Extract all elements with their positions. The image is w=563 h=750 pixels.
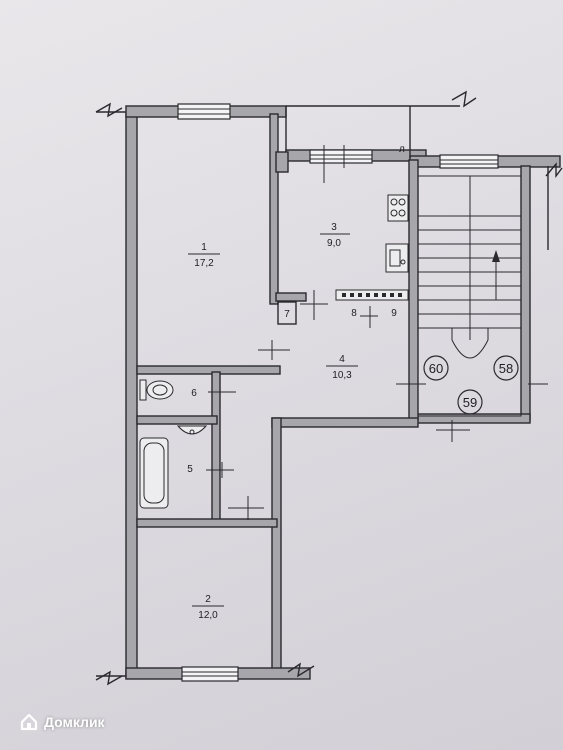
room-1-label: 1 17,2 [188,242,220,269]
window-stair [439,154,499,169]
window-kitchen [309,145,373,183]
room-3-label: 3 9,0 [320,222,350,249]
stair-label-59: 59 [457,389,483,415]
stair-label-58: 58 [493,355,519,381]
svg-text:12,0: 12,0 [198,610,218,621]
wall-wc-bottom [136,415,218,425]
domclick-watermark: Домклик [20,713,105,731]
domclick-logo-icon [20,713,38,731]
svg-text:3: 3 [331,222,337,233]
wall-left [125,113,138,679]
wall-apt-right [408,159,419,421]
room-9-label: 9 [391,308,397,319]
svg-text:1: 1 [201,242,207,253]
svg-text:60: 60 [429,361,443,376]
closet-7 [277,301,297,325]
svg-text:9,0: 9,0 [327,238,341,249]
wall-stair-bottom [411,413,531,424]
room-4-label: 4 10,3 [326,354,358,381]
toilet-icon [139,379,174,401]
break-line-bottom-right [287,662,315,678]
wall-room2-right [271,417,282,677]
wall-wc-right [211,371,221,523]
svg-text:58: 58 [499,361,513,376]
wall-kitchen-left [275,151,289,173]
window-room1 [177,103,231,120]
room-5-label: 5 [187,464,193,475]
watermark-text: Домклик [44,714,105,730]
room-2-label: 2 12,0 [192,594,224,621]
svg-text:4: 4 [339,354,345,365]
wall-room1-right [269,113,279,305]
balcony-outline [285,105,460,158]
svg-text:59: 59 [463,395,477,410]
room-8-label: 8 [351,308,357,319]
bathtub-icon [139,437,169,509]
radiator-icon [335,289,409,301]
svg-text:17,2: 17,2 [194,258,214,269]
wall-bath-bottom [136,518,278,528]
break-line-bottom-left [95,670,123,686]
wall-stair-right [520,165,531,421]
sink-icon [385,243,409,273]
svg-text:2: 2 [205,594,211,605]
door-markers [206,290,548,520]
balcony-mark: л [399,144,405,155]
wall-kitchen-bottom [275,292,307,302]
stove-icon [387,194,409,222]
wall-room1-bottom [136,365,281,375]
stair-label-60: 60 [423,355,449,381]
staircase [417,175,522,417]
wall-right-lower [271,417,419,428]
svg-text:10,3: 10,3 [332,370,352,381]
window-room2 [181,666,239,682]
washbasin-icon [176,425,208,435]
break-line-top-left [95,102,123,118]
room-7-label: 7 [284,309,290,320]
room-6-label: 6 [191,388,197,399]
